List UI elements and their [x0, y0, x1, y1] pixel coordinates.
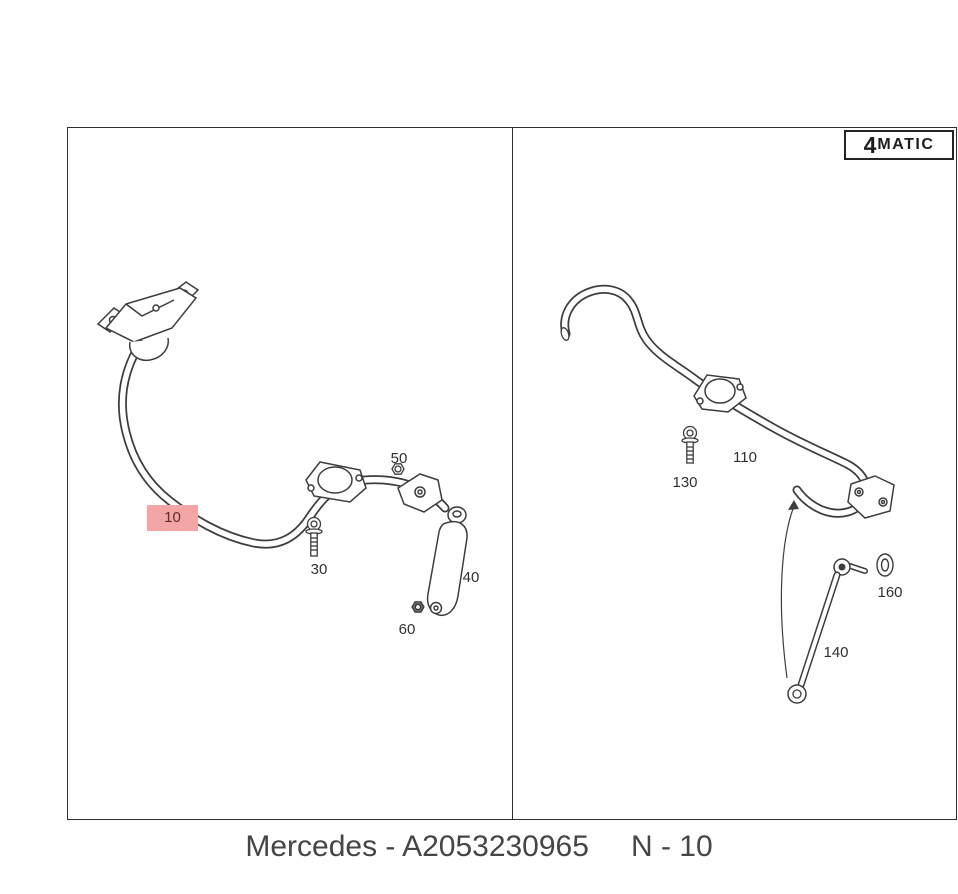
- nut-50-drawing: [391, 463, 405, 475]
- stabilizer-bar-right: [560, 284, 871, 518]
- caption: Mercedes - A2053230965 N - 10: [0, 830, 958, 864]
- panel-divider: [512, 128, 513, 819]
- part-label-130[interactable]: 130: [672, 474, 698, 491]
- bolt-30-drawing: [305, 516, 323, 557]
- link-40-drawing: [426, 506, 468, 617]
- bushing-clamp-left: [305, 461, 367, 503]
- part-label-40[interactable]: 40: [462, 569, 480, 586]
- bar-end-bracket-right: [847, 475, 895, 519]
- part-label-50[interactable]: 50: [390, 450, 408, 467]
- badge-matic-text: MATIC: [877, 136, 935, 153]
- part-label-10[interactable]: 10: [147, 505, 198, 531]
- grommet-160-drawing: [876, 553, 894, 577]
- part-label-30[interactable]: 30: [310, 561, 328, 578]
- badge-4-text: 4: [863, 131, 877, 158]
- bolt-130-drawing: [681, 425, 699, 464]
- caption-part-number: Mercedes - A2053230965: [245, 830, 589, 863]
- caption-note: N - 10: [630, 830, 713, 863]
- nut-60-drawing: [411, 601, 425, 613]
- part-label-110[interactable]: 110: [733, 449, 757, 466]
- link-140-drawing: [787, 558, 868, 704]
- bushing-clamp-right: [693, 374, 747, 413]
- left-diagram: [96, 281, 468, 617]
- part-label-160[interactable]: 160: [877, 584, 903, 601]
- bar-end-bracket-left: [397, 473, 443, 513]
- part-label-60[interactable]: 60: [398, 621, 416, 638]
- right-diagram: [560, 284, 895, 704]
- mount-bracket-left: [96, 281, 200, 362]
- part-label-140[interactable]: 140: [823, 644, 849, 661]
- leader-line: [780, 500, 799, 679]
